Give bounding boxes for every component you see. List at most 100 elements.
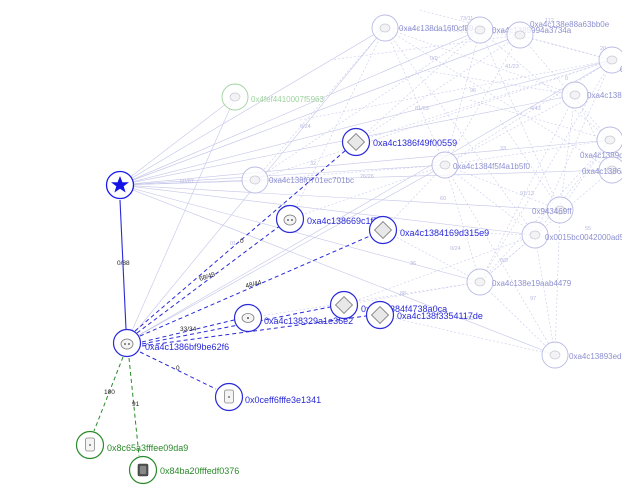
router-node-label: 0xa4c1386bf9be62f6 [145, 342, 229, 352]
device-icon [439, 160, 451, 170]
device-icon [549, 350, 561, 360]
device-icon [379, 23, 391, 33]
background-node-label: 0xa4c13893ed [569, 352, 622, 361]
node-label: 0xa4c1386f49f00559 [373, 138, 457, 148]
background-node[interactable]: 0x0015bc0042000ad5 [521, 221, 622, 249]
node-8c65a3fffee09da9[interactable]: 0x8c65a3fffee09da9 [75, 430, 189, 460]
edge-label-router-84ba: 91 [132, 401, 140, 408]
node-label: 0x8c65a3fffee09da9 [107, 443, 188, 453]
svg-text:33: 33 [500, 146, 506, 152]
node-label: 0xa4c1384169d315e9 [400, 228, 489, 238]
edge-label-router-669: 68/49 [198, 271, 216, 283]
coordinator-node[interactable] [105, 170, 135, 200]
device-icon [474, 277, 486, 287]
background-node[interactable]: 0xa4c13893ed [541, 341, 622, 369]
background-nodes: 0xa4c138da16f0cf890xa4c1385994a3734a0xa4… [221, 14, 622, 369]
background-node-label: 0xa4c138e88a63bb0e [530, 20, 610, 29]
background-node[interactable]: 0xa4c138e88a63bb0e [506, 20, 610, 49]
background-node[interactable]: 0xa4c138f0701ec701bc [241, 166, 354, 194]
device-icon [529, 230, 541, 240]
svg-text:26/26: 26/26 [360, 174, 374, 180]
edge-router-84ba [128, 357, 140, 457]
edge-label-coord-router: 0/88 [117, 260, 130, 267]
svg-text:32: 32 [310, 161, 316, 167]
node-label: 0xa4c138669c1f74 [307, 216, 383, 226]
device-icon [474, 25, 486, 35]
svg-text:4/43: 4/43 [530, 106, 541, 112]
square-switch-icon [373, 220, 393, 240]
node-label: 0xa4c138f3354117de [397, 311, 483, 321]
remote-icon [137, 463, 149, 477]
node-label: 0xa4c1384f4738a0ca [361, 304, 447, 314]
background-node-label: 0xa4c1384f5f4a1b5f0 [453, 162, 531, 171]
device-icon [606, 165, 618, 175]
svg-text:81/63: 81/63 [415, 106, 429, 112]
background-node-label: 0xa4c138da16f0cf89 [399, 24, 474, 33]
background-mesh [119, 27, 613, 356]
router-node-62f6[interactable]: 0xa4c1386bf9be62f6 [112, 328, 230, 358]
svg-text:0/24: 0/24 [300, 124, 311, 130]
node-label: 0x0ceff6fffe3e1341 [245, 395, 321, 405]
background-node[interactable]: 0x4fef4410007f5963 [221, 83, 325, 111]
node-f3354117de[interactable]: 0xa4c138f3354117de [365, 300, 483, 330]
device-icon [606, 55, 618, 65]
edge-router-329 [141, 319, 235, 343]
main-edges [93, 149, 371, 457]
background-node-label: 0xa4c138e19aab4479 [492, 279, 572, 288]
square-switch-icon [370, 305, 390, 325]
edge-label-router-0ceff: 0 [176, 365, 180, 372]
edge-coordinator-router [119, 199, 127, 330]
device-icon [514, 30, 526, 40]
edge-router-f33 [141, 315, 367, 347]
background-node[interactable]: 0xa4c138da16f0cf89 [371, 14, 474, 42]
svg-text:41/23: 41/23 [505, 64, 519, 70]
node-669c1f74[interactable]: 0xa4c138669c1f74 [275, 204, 384, 234]
svg-text:55: 55 [585, 226, 591, 232]
node-169d315e9[interactable]: 0xa4c1384169d315e9 [368, 215, 490, 245]
star-icon [111, 176, 129, 193]
plug-icon [224, 389, 234, 404]
background-node-label: 0x943469ff [532, 207, 572, 216]
background-node-label: 0x4fef4410007f5963 [251, 95, 325, 104]
bulb-icon [241, 313, 255, 323]
background-node[interactable]: 0xa4c1386a538b7f4b0e [582, 156, 622, 184]
svg-text:97: 97 [530, 296, 536, 302]
svg-text:01: 01 [230, 241, 236, 247]
socket-icon [120, 338, 134, 350]
node-label: 0xa4c138329a1e36e2 [264, 316, 353, 326]
edge-router-f49 [134, 149, 347, 332]
svg-text:20: 20 [600, 46, 606, 52]
node-f49f00559[interactable]: 0xa4c1386f49f00559 [341, 127, 458, 157]
edge-router-8c65 [93, 356, 124, 432]
svg-text:0/24: 0/24 [450, 246, 461, 252]
background-node[interactable]: 0xa4c1389dbb8f534a0 [580, 126, 622, 160]
node-0ceff6fffe3e1341[interactable]: 0x0ceff6fffe3e1341 [214, 382, 322, 412]
background-node[interactable]: 0xa4c1384f5f4a1b5f0 [431, 151, 531, 179]
svg-text:44/33: 44/33 [460, 316, 474, 322]
node-329a1e36e2[interactable]: 0xa4c138329a1e36e2 [233, 303, 354, 333]
background-node-label: 0xa4c1389dbb8f534a0 [580, 151, 622, 160]
svg-text:60/87: 60/87 [180, 179, 194, 185]
background-node[interactable]: 0xa4c1386e4538b2e [598, 46, 622, 74]
device-icon [249, 175, 261, 185]
socket-icon [283, 214, 297, 226]
node-4738a0ca[interactable]: 0xa4c1384f4738a0ca [329, 290, 448, 320]
background-node[interactable]: 0xa4c1386bd8ed7e7d [561, 81, 622, 109]
node-84ba20fffedf0376[interactable]: 0x84ba20fffedf0376 [128, 455, 240, 485]
svg-text:96: 96 [470, 88, 476, 94]
background-node-label: 0xa4c138f0701ec701bc [269, 176, 354, 185]
square-switch-icon [346, 132, 366, 152]
plug-icon [85, 437, 95, 452]
main-edge-labels: 0/88 0 68/49 48/44 33/34 0 100 91 [104, 238, 263, 408]
background-node[interactable]: 0xa4c138e19aab4479 [466, 268, 572, 296]
svg-text:0/0: 0/0 [500, 258, 508, 264]
background-node[interactable]: 0x943469ff [532, 196, 574, 224]
edge-label-router-8c65: 100 [104, 389, 115, 396]
device-icon [554, 205, 566, 215]
svg-text:91/13: 91/13 [520, 191, 534, 197]
background-node-label: 0xa4c1386bd8ed7e7d [587, 91, 622, 100]
device-icon [604, 135, 616, 145]
